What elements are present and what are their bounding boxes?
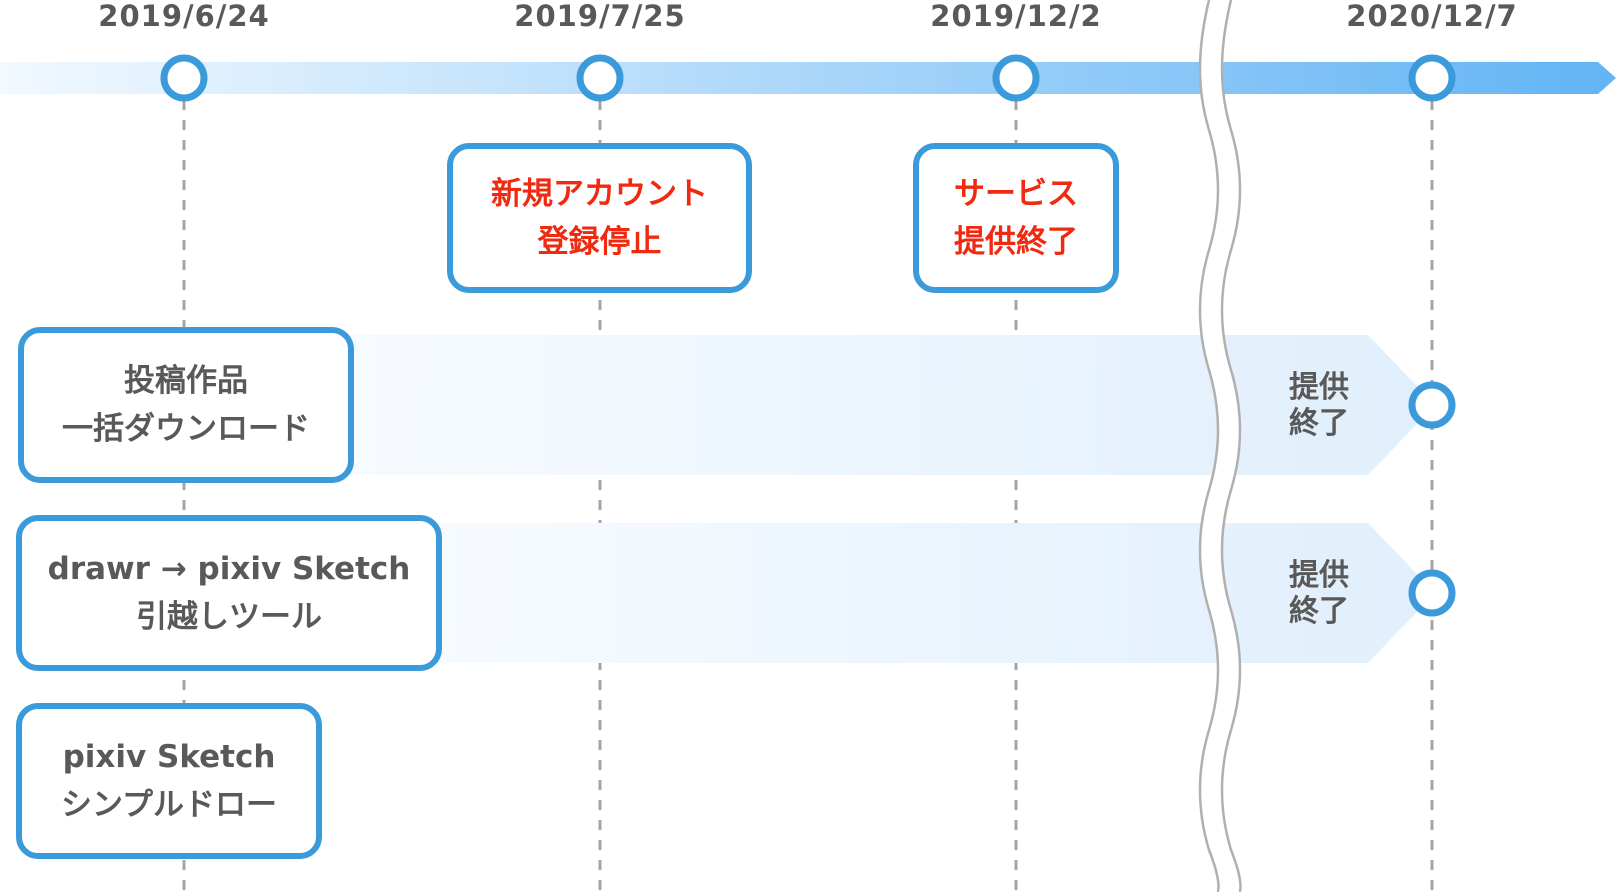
feature-migration-tool: drawr → pixiv Sketch 引越しツール (16, 515, 442, 671)
date-label: 2019/7/25 (514, 0, 686, 33)
event-text-line: サービス (954, 176, 1078, 212)
date-marker (160, 54, 208, 102)
feature-end-label: 提供 終了 (1279, 370, 1359, 442)
time-break-line-right (1220, 0, 1242, 892)
feature-text-line: drawr → pixiv Sketch (47, 551, 411, 587)
feature-end-marker (1408, 569, 1456, 617)
end-text-line: 終了 (1289, 406, 1349, 441)
event-new-account-stop: 新規アカウント 登録停止 (447, 143, 752, 293)
date-label: 2020/12/7 (1346, 0, 1518, 33)
end-text-line: 終了 (1289, 594, 1349, 629)
date-label: 2019/6/24 (98, 0, 270, 33)
date-marker (576, 54, 624, 102)
feature-end-marker (1408, 381, 1456, 429)
event-service-end: サービス 提供終了 (913, 143, 1119, 293)
date-marker (992, 54, 1040, 102)
feature-text-line: 引越しツール (136, 599, 322, 635)
end-text-line: 提供 (1289, 370, 1349, 405)
event-text-line: 提供終了 (954, 224, 1078, 260)
event-text-line: 新規アカウント (491, 176, 708, 212)
end-text-line: 提供 (1289, 558, 1349, 593)
time-break-line-left (1198, 0, 1220, 892)
feature-bulk-download: 投稿作品 一括ダウンロード (18, 327, 354, 483)
feature-text-line: 投稿作品 (124, 363, 248, 399)
timeline-axis-arrow (0, 62, 1616, 94)
feature-text-line: pixiv Sketch (62, 739, 276, 775)
feature-band-download (340, 335, 1435, 475)
event-text-line: 登録停止 (537, 224, 662, 260)
date-marker (1408, 54, 1456, 102)
feature-end-label: 提供 終了 (1279, 558, 1359, 630)
feature-band-migration (425, 523, 1435, 663)
feature-simple-draw: pixiv Sketch シンプルドロー (16, 703, 322, 859)
time-break-mark (1200, 0, 1241, 892)
date-label: 2019/12/2 (930, 0, 1102, 33)
feature-text-line: 一括ダウンロード (62, 411, 310, 447)
feature-text-line: シンプルドロー (60, 787, 278, 823)
